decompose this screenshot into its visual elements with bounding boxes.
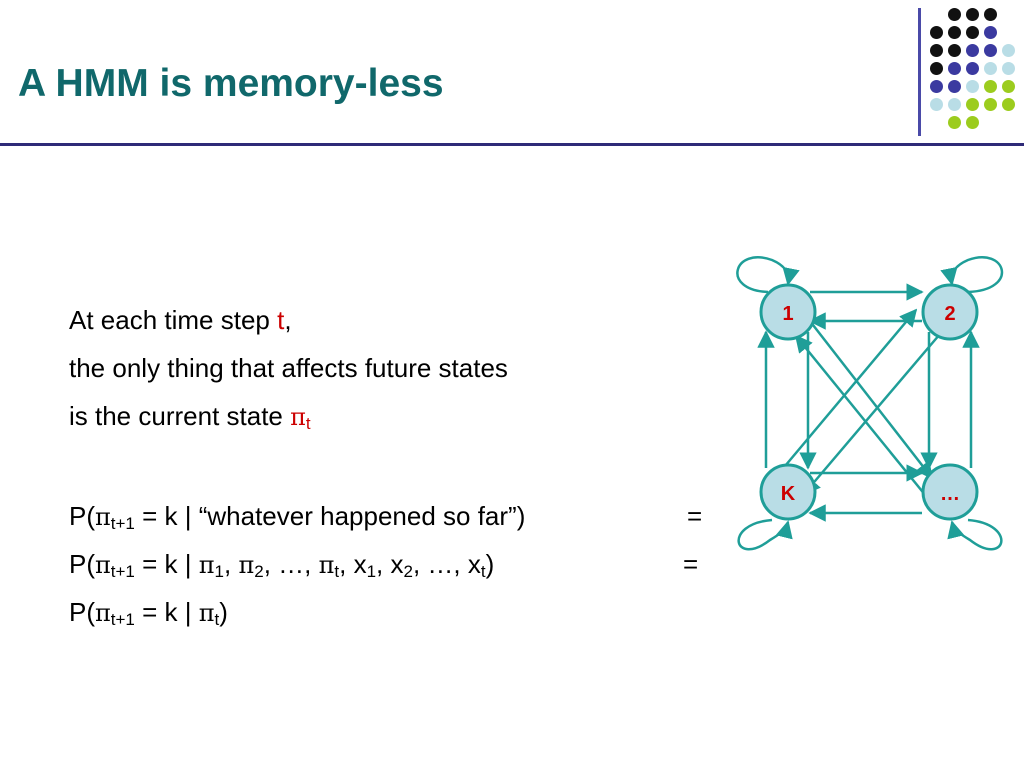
equation-line-2: P(πt+1 = k | π1, π2, …, πt, x1, x2, …, x…: [69, 549, 495, 581]
node-1-label: 1: [782, 303, 793, 325]
self-loop-dots: [947, 518, 1003, 551]
decor-dot: [948, 8, 961, 21]
decor-dot: [966, 44, 979, 57]
decor-dot: [966, 8, 979, 21]
decor-dot: [984, 44, 997, 57]
node-2-label: 2: [944, 303, 955, 325]
equation-1-equals: =: [687, 501, 703, 531]
body-line-1: At each time step t,: [69, 305, 292, 335]
decor-dot: [1002, 80, 1015, 93]
edge-1-to-dots: [805, 315, 934, 480]
edge-dots-to-1: [794, 334, 927, 497]
var-t: t: [277, 305, 285, 335]
decor-dot: [948, 80, 961, 93]
decor-dot: [966, 116, 979, 129]
decor-dot: [984, 8, 997, 21]
current-state: πt: [290, 403, 311, 433]
edge-2-to-K: [802, 333, 941, 496]
decor-dot: [966, 80, 979, 93]
decor-dot: [930, 80, 943, 93]
body-line-2: the only thing that affects future state…: [69, 353, 508, 383]
decor-dot: [930, 98, 943, 111]
self-loop-1: [736, 256, 800, 294]
equation-line-3: P(πt+1 = k | πt): [69, 597, 228, 629]
decor-dot: [930, 26, 943, 39]
self-loop-K: [737, 518, 793, 551]
decor-dot: [948, 44, 961, 57]
title-rule: [0, 143, 1024, 146]
decor-dot: [948, 62, 961, 75]
body-line-3: is the current state πt: [69, 401, 311, 433]
node-ellipsis: …: [921, 463, 979, 521]
decor-dot: [966, 62, 979, 75]
slide-title: A HMM is memory-less: [18, 62, 444, 105]
decor-dot: [984, 62, 997, 75]
decor-dot: [1002, 44, 1015, 57]
decor-dot: [948, 98, 961, 111]
decor-dot: [984, 80, 997, 93]
decor-dot: [984, 98, 997, 111]
node-ellipsis-label: …: [940, 483, 960, 505]
node-1: 1: [759, 283, 817, 341]
equation-line-1: P(πt+1 = k | “whatever happened so far”): [69, 501, 526, 533]
decor-dot: [1002, 62, 1015, 75]
equation-2-equals: =: [683, 549, 699, 579]
decor-dot: [948, 116, 961, 129]
self-loop-2: [940, 256, 1003, 294]
node-K-label: K: [781, 483, 796, 505]
decor-dot: [966, 98, 979, 111]
edge-K-to-2: [779, 308, 918, 473]
decor-dot: [1002, 98, 1015, 111]
decor-dot: [984, 26, 997, 39]
decor-dot: [930, 44, 943, 57]
decor-dot: [966, 26, 979, 39]
decor-dot-grid: [930, 8, 1020, 138]
decor-dot: [948, 26, 961, 39]
state-transition-diagram: 1 2 K …: [736, 256, 1003, 551]
node-K: K: [759, 463, 817, 521]
node-2: 2: [921, 283, 979, 341]
decor-vertical-bar: [918, 8, 921, 136]
decor-dot: [930, 62, 943, 75]
